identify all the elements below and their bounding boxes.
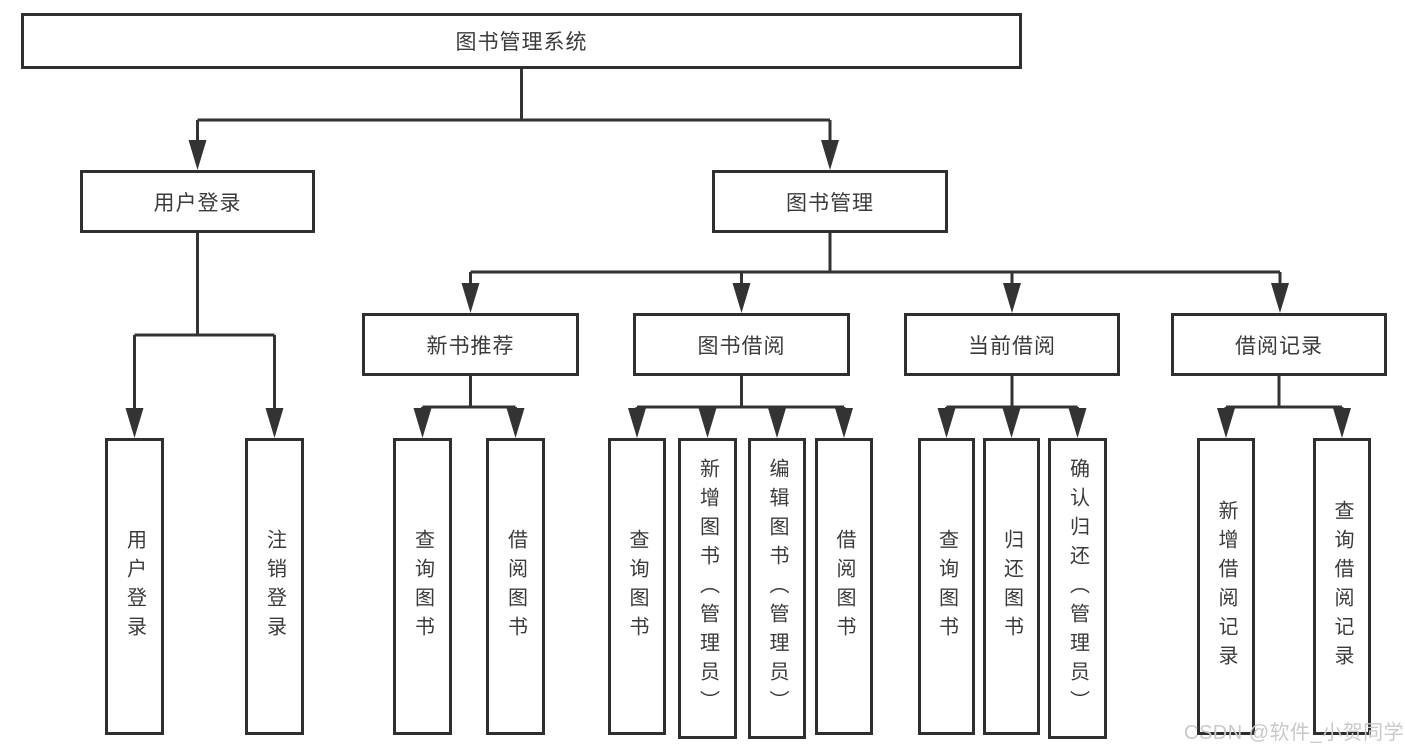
leaf-label: 编辑图书（管理员） — [766, 458, 788, 719]
leaf-borrow-books-2: 借阅图书 — [815, 438, 873, 735]
connector-user-login — [125, 233, 284, 438]
connector-new-book — [413, 376, 525, 438]
leaf-query-borrow-record: 查询借阅记录 — [1313, 438, 1371, 735]
arrowhead — [506, 408, 525, 438]
leaf-label: 确认归还（管理员） — [1066, 458, 1089, 719]
leaf-label: 新增借阅记录 — [1215, 499, 1237, 674]
arrowhead — [937, 408, 956, 438]
arrowhead — [1002, 408, 1021, 438]
leaf-user-login: 用户登录 — [105, 438, 164, 735]
leaf-add-borrow-record: 新增借阅记录 — [1197, 438, 1255, 735]
connector-current-borrowing — [937, 376, 1087, 438]
node-book-borrowing: 图书借阅 — [633, 313, 850, 376]
leaf-confirm-return-admin: 确认归还（管理员） — [1048, 438, 1107, 739]
leaf-label: 借阅图书 — [833, 528, 855, 645]
arrowhead — [265, 408, 284, 438]
connector-borrowing-records — [1217, 376, 1351, 438]
csdn-watermark: CSDN @软件_小贺同学 — [1184, 722, 1405, 744]
arrowhead — [698, 408, 717, 438]
leaf-label: 查询借阅记录 — [1331, 499, 1353, 674]
connector-book-borrowing — [628, 376, 853, 438]
arrowhead — [1003, 283, 1021, 313]
node-root: 图书管理系统 — [21, 13, 1022, 69]
leaf-label: 用户登录 — [123, 528, 146, 645]
arrowhead — [461, 283, 480, 313]
leaf-label: 查询图书 — [411, 528, 434, 645]
arrowhead — [1217, 408, 1235, 438]
node-current-borrowing: 当前借阅 — [904, 313, 1120, 376]
leaf-query-books-3: 查询图书 — [918, 438, 975, 735]
leaf-borrow-books-1: 借阅图书 — [486, 438, 545, 735]
leaf-add-books-admin: 新增图书（管理员） — [678, 438, 737, 739]
leaf-label: 查询图书 — [935, 528, 958, 645]
arrowhead — [188, 140, 207, 170]
arrowhead — [732, 283, 751, 313]
connector-book-management — [461, 233, 1289, 313]
node-book-management: 图书管理 — [712, 170, 948, 233]
leaf-label: 归还图书 — [1000, 528, 1023, 645]
node-new-book-recommend: 新书推荐 — [362, 313, 579, 376]
leaf-return-books: 归还图书 — [983, 438, 1040, 735]
leaf-label: 借阅图书 — [504, 528, 527, 645]
leaf-query-books-2: 查询图书 — [608, 438, 666, 735]
arrowhead — [821, 140, 839, 170]
node-user-login: 用户登录 — [80, 170, 315, 233]
leaf-logout: 注销登录 — [245, 438, 304, 735]
arrowhead — [1333, 408, 1351, 438]
leaf-label: 注销登录 — [263, 528, 286, 645]
connector-root — [188, 69, 839, 170]
arrowhead — [413, 408, 432, 438]
arrowhead — [1068, 408, 1087, 438]
leaf-edit-books-admin: 编辑图书（管理员） — [748, 438, 806, 739]
leaf-label: 新增图书（管理员） — [696, 458, 719, 719]
leaf-query-books-1: 查询图书 — [393, 438, 452, 735]
arrowhead — [125, 408, 144, 438]
arrowhead — [628, 408, 646, 438]
node-borrowing-records: 借阅记录 — [1171, 313, 1387, 376]
arrowhead — [1271, 283, 1289, 313]
leaf-label: 查询图书 — [626, 528, 648, 645]
arrowhead — [768, 408, 786, 438]
arrowhead — [835, 408, 853, 438]
